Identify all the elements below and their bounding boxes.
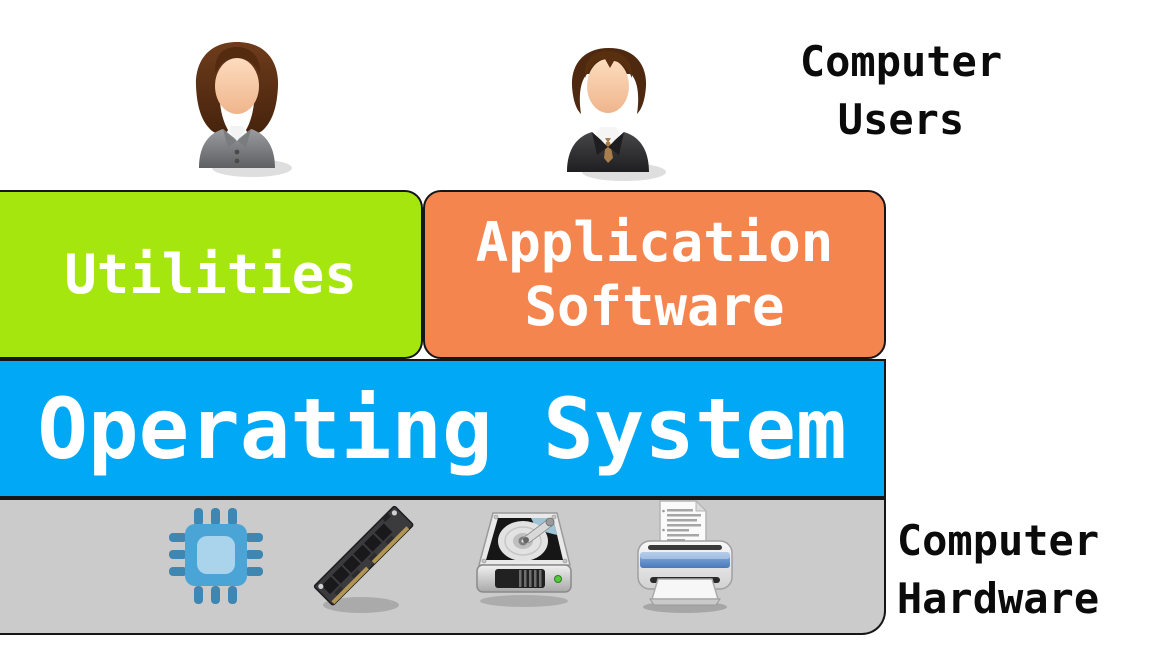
ram-icon — [313, 505, 414, 613]
operating-system-label: Operating System — [37, 379, 847, 478]
computer-users-label: Computer Users — [760, 33, 1042, 149]
application-software-line2: Software — [524, 274, 785, 338]
utilities-label: Utilities — [64, 243, 357, 306]
hardware-layer — [0, 498, 886, 635]
printer-icon — [637, 499, 733, 613]
computer-users-line1: Computer — [799, 37, 1003, 86]
hard-disk-icon — [476, 512, 572, 607]
computer-hardware-label: Computer Hardware — [857, 512, 1139, 628]
computer-hardware-line2: Hardware — [896, 574, 1100, 623]
cpu-icon — [169, 508, 263, 604]
man-user-icon — [567, 48, 666, 181]
operating-system-layer: Operating System — [0, 359, 886, 498]
computer-users-line2: Users — [837, 95, 965, 144]
woman-user-icon — [195, 42, 292, 177]
application-software-layer: Application Software — [423, 190, 886, 359]
application-software-line1: Application — [475, 210, 834, 274]
computer-hardware-line1: Computer — [896, 516, 1100, 565]
utilities-layer: Utilities — [0, 190, 423, 359]
